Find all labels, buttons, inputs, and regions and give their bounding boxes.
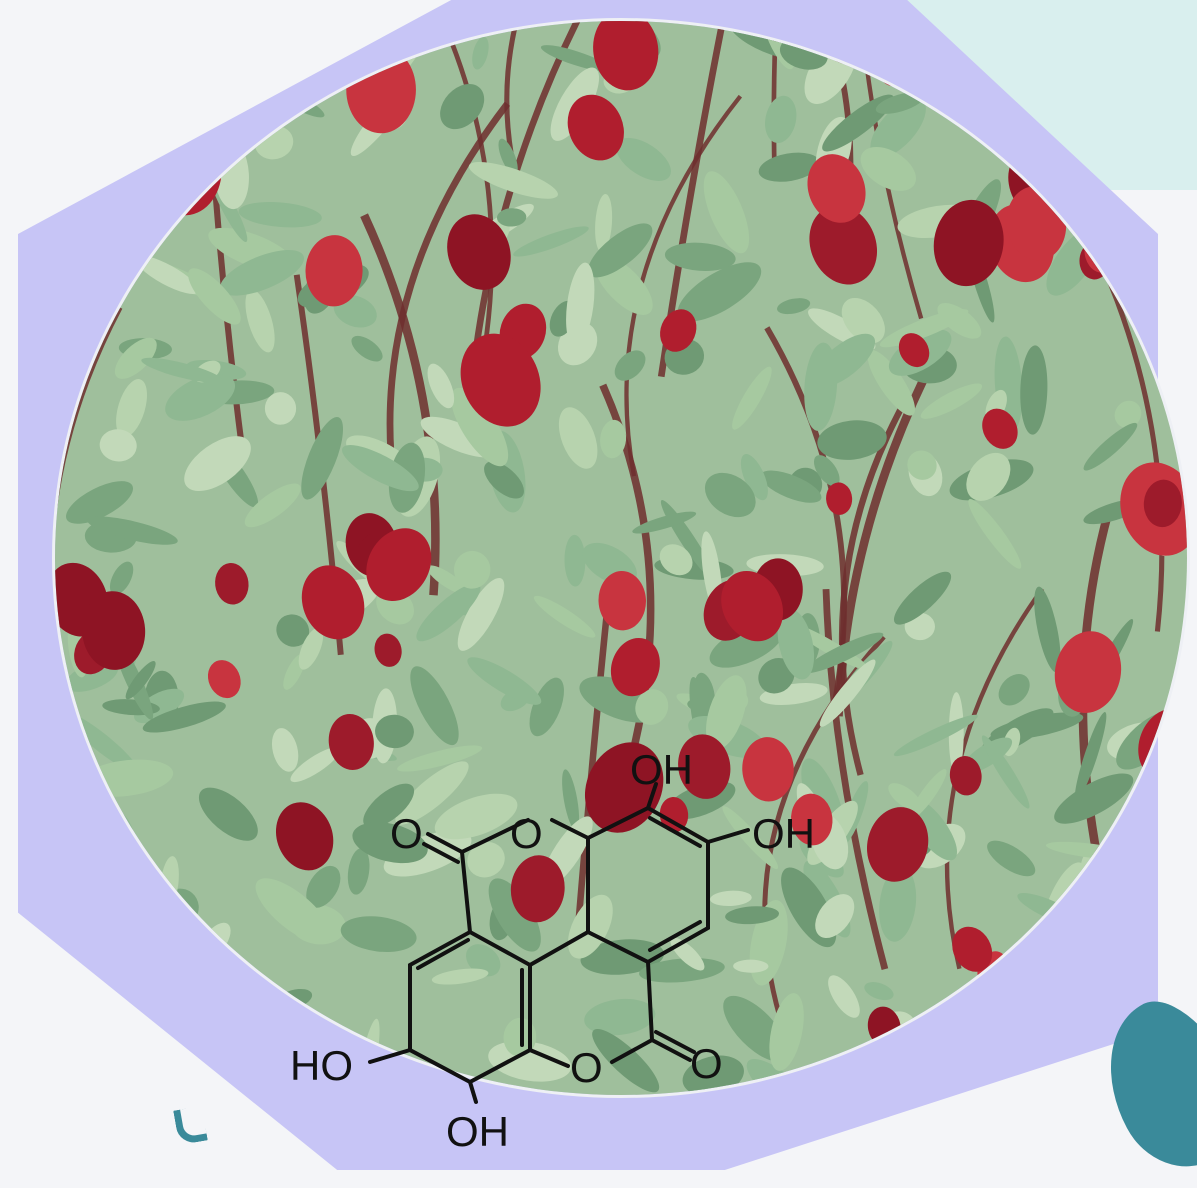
- oh-top-label: OH: [630, 746, 693, 793]
- ring-oxygen-top: O: [510, 810, 543, 857]
- oh-bottom-label: OH: [446, 1108, 509, 1155]
- oh-right-label: OH: [752, 810, 815, 857]
- ho-left-label: HO: [290, 1042, 353, 1089]
- ring-oxygen-bottom: O: [570, 1044, 603, 1091]
- carbonyl-oxygen-bottom: O: [690, 1040, 723, 1087]
- carbonyl-oxygen-top: O: [390, 810, 423, 857]
